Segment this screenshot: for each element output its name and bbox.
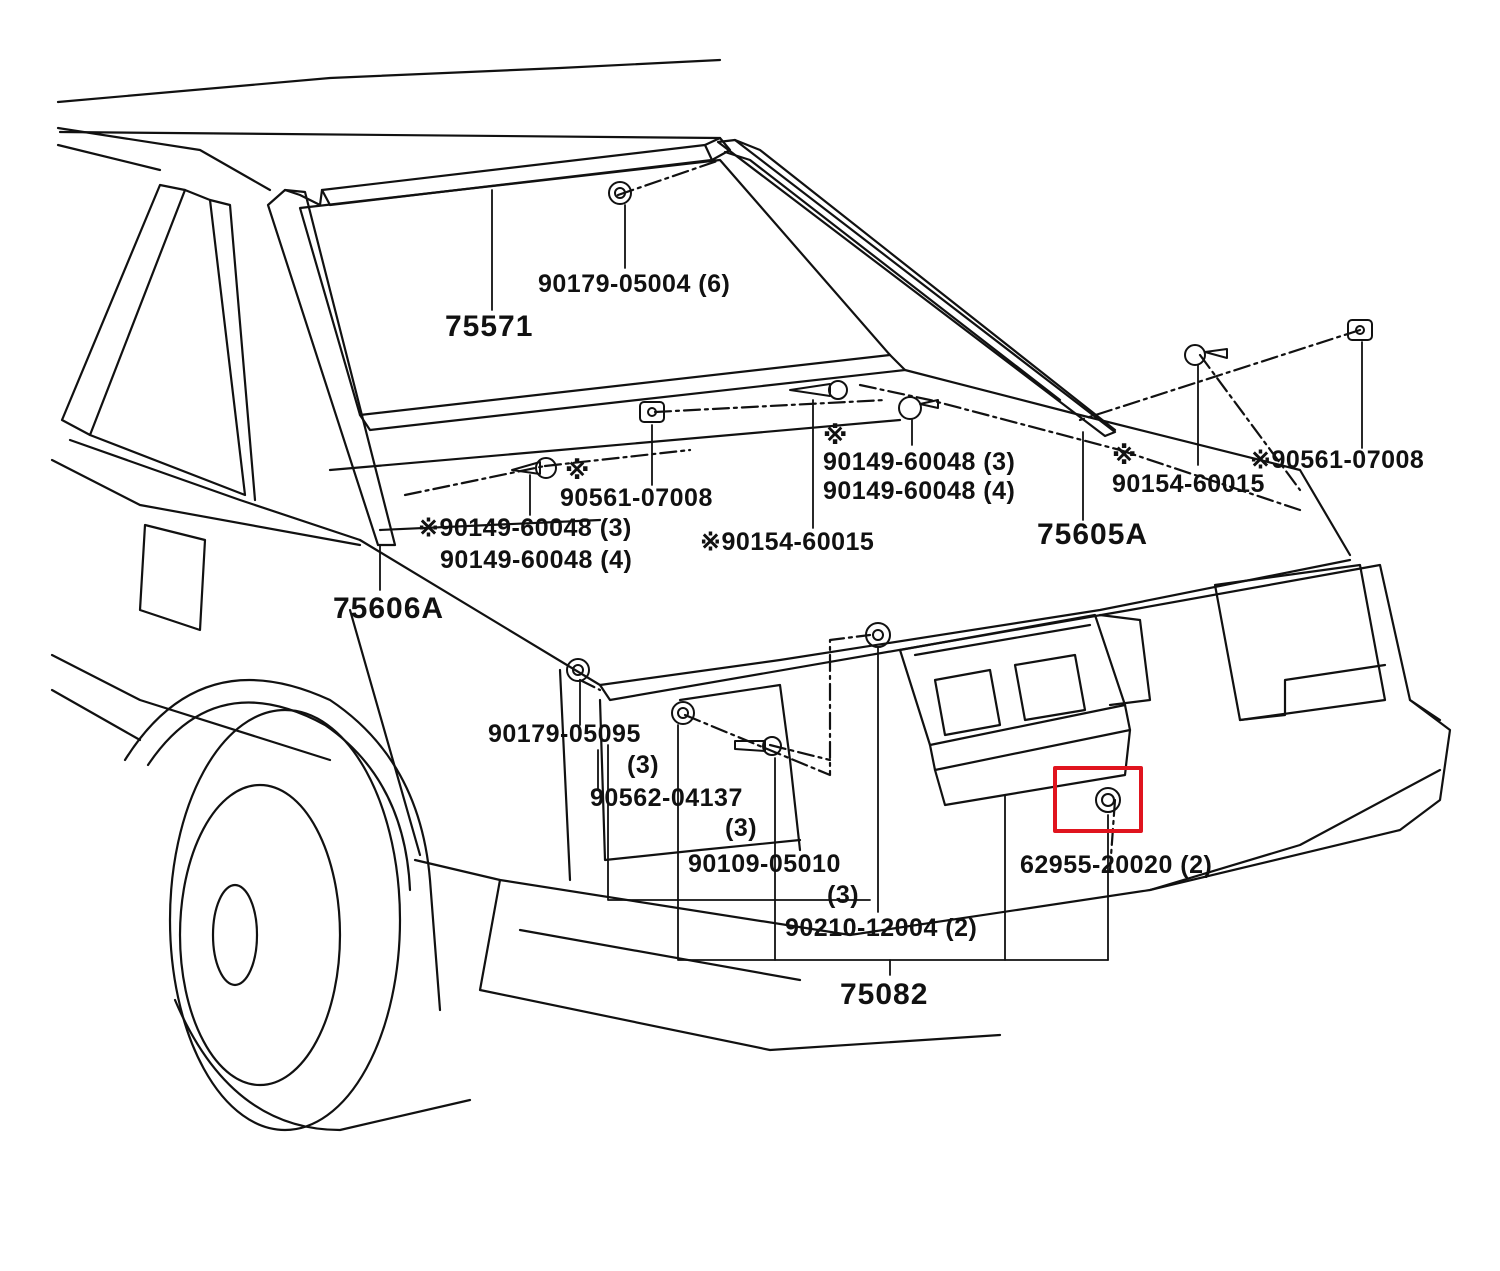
- label-90154-60015-left: ※90154-60015: [700, 528, 875, 556]
- label-62955-20020: 62955-20020 (2): [1020, 851, 1213, 879]
- label-qty-90562-04137: (3): [725, 814, 758, 842]
- quarter-panel: [50, 458, 422, 857]
- label-90561-07008-left: 90561-07008: [560, 484, 713, 512]
- label-90179-05004: 90179-05004 (6): [538, 270, 731, 298]
- nut-90561-07008-a: [639, 401, 665, 423]
- screw-90149-60048-b: [898, 396, 939, 420]
- label-75605a: 75605A: [1037, 518, 1149, 551]
- nut-90210-12004: [865, 622, 891, 648]
- label-90154-60015-right: 90154-60015: [1112, 470, 1265, 498]
- side-window: [60, 183, 362, 542]
- label-90149-60048-4-left: 90149-60048 (4): [440, 546, 633, 574]
- trunk-lid: [328, 368, 1352, 687]
- label-mark-a: ※: [823, 421, 848, 450]
- leader-lines: [403, 158, 1362, 872]
- label-75606a: 75606A: [333, 592, 445, 625]
- screw-90149-60048-a: [511, 457, 557, 479]
- clip-90562-04137: [671, 701, 695, 725]
- label-90149-60048-3-left: ※90149-60048 (3): [418, 514, 632, 542]
- nut-90561-07008-b: [1347, 319, 1373, 341]
- clip-90179-05095: [566, 658, 590, 682]
- label-90149-60048-4-right: 90149-60048 (4): [823, 477, 1016, 505]
- roof-outline: [56, 58, 722, 192]
- moulding-75606a: [266, 188, 397, 547]
- screw-90109-05010: [734, 736, 782, 756]
- license-bracket: [898, 613, 1132, 807]
- label-90561-07008-right: ※90561-07008: [1250, 446, 1425, 474]
- label-mark-b: ※: [1112, 441, 1137, 470]
- label-90562-04137: 90562-04137: [590, 784, 743, 812]
- label-90149-60048-3-right: 90149-60048 (3): [823, 448, 1016, 476]
- highlight-box: [1053, 766, 1143, 833]
- rear-wheel: [123, 678, 472, 1132]
- rear-bumper: [413, 698, 1452, 1052]
- label-90210-12004: 90210-12004 (2): [785, 914, 978, 942]
- callout-leaders: [379, 189, 1363, 976]
- nut-62955-20020: [1095, 787, 1121, 813]
- label-qty-90109-05010: (3): [827, 881, 860, 909]
- label-75082: 75082: [840, 978, 929, 1011]
- label-qty-90179-05095: (3): [627, 751, 660, 779]
- label-mark-c: ※: [565, 456, 590, 485]
- label-90179-05095: 90179-05095: [488, 720, 641, 748]
- screw-90154-60015-a: [789, 380, 848, 400]
- fasteners: [511, 181, 1373, 813]
- moulding-75605a: [716, 138, 1117, 438]
- moulding-75571: [320, 136, 732, 207]
- clip-90179-05004: [608, 181, 632, 205]
- label-90109-05010: 90109-05010: [688, 850, 841, 878]
- label-75571: 75571: [445, 310, 534, 343]
- screw-90154-60015-b: [1184, 344, 1228, 366]
